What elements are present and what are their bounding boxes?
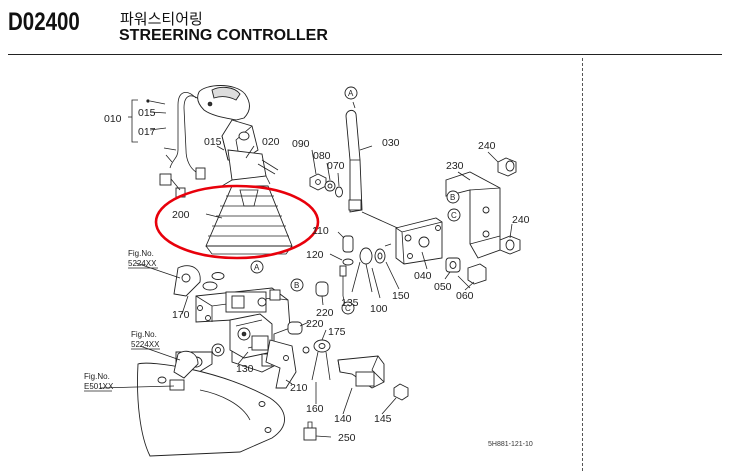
callout-130: 130 [236, 363, 254, 375]
rubber-boot [205, 185, 293, 255]
figure-references: Fig.No. 5224XX Fig.No. 5224XX Fig.No. E5… [84, 249, 160, 392]
callout-120: 120 [306, 249, 324, 261]
pins-and-clips [339, 235, 392, 296]
callout-250: 250 [338, 432, 356, 444]
lower-mechanism [137, 265, 409, 457]
page-title: STREERING CONTROLLER [119, 27, 328, 44]
callout-100: 100 [370, 303, 388, 315]
callout-017: 017 [138, 126, 156, 138]
callout-030: 030 [382, 137, 400, 149]
ref-a-top: A [348, 89, 354, 98]
callout-090: 090 [292, 138, 310, 150]
callout-135: 135 [341, 297, 359, 309]
callout-240-bottom: 240 [512, 214, 530, 226]
drawing-code: 5H881-121-10 [488, 441, 533, 448]
fig-ref-1-number: 5224XX [128, 259, 157, 268]
callout-220-top: 220 [316, 307, 334, 319]
callout-110: 110 [312, 225, 329, 237]
callout-070: 070 [327, 160, 345, 172]
callout-170: 170 [172, 309, 190, 321]
collar-and-bolt [445, 257, 487, 289]
bolts [497, 157, 521, 255]
callout-020: 020 [262, 136, 280, 148]
callout-140: 140 [334, 413, 352, 425]
lever-rod [345, 101, 403, 231]
ref-c-right: C [451, 211, 457, 220]
callout-145: 145 [374, 413, 392, 425]
wiring-harness [131, 91, 206, 198]
fig-ref-2-label: Fig.No. [131, 330, 157, 339]
callout-010: 010 [104, 113, 122, 125]
callout-160: 160 [306, 403, 324, 415]
ref-c-left: C [345, 304, 351, 313]
callout-040: 040 [414, 270, 432, 282]
callout-050: 050 [434, 281, 452, 293]
leader-lines [99, 116, 513, 438]
ref-a-bottom: A [254, 263, 260, 272]
callout-175: 175 [328, 326, 346, 338]
callout-015-harness: 015 [138, 107, 156, 119]
callout-150: 150 [392, 290, 410, 302]
joystick-grip [197, 85, 279, 187]
reference-markers: A A B B C C [250, 86, 461, 315]
ref-b-right: B [450, 193, 455, 202]
callout-230: 230 [446, 160, 464, 172]
callout-220-bottom: 220 [306, 318, 324, 330]
fig-ref-1-label: Fig.No. [128, 249, 154, 258]
callout-240-top: 240 [478, 140, 496, 152]
header-divider [8, 54, 722, 55]
page-code: D02400 [8, 8, 80, 36]
highlight-ellipse [154, 184, 320, 260]
callout-200: 200 [172, 209, 190, 221]
ref-b-left: B [294, 281, 299, 290]
part-callouts: 010 015 017 015 020 090 080 070 030 240 … [104, 107, 530, 444]
small-fasteners [309, 173, 343, 198]
page-edge-divider [582, 58, 583, 471]
callout-210: 210 [290, 382, 308, 394]
page-title-korean: 파워스티어링 [120, 10, 203, 28]
fig-ref-3-label: Fig.No. [84, 372, 110, 381]
callout-080: 080 [313, 150, 331, 162]
fig-ref-2-number: 5224XX [131, 340, 160, 349]
callout-060: 060 [456, 290, 474, 302]
fig-ref-3-number: E501XX [84, 382, 114, 391]
pivot-bracket [395, 217, 443, 265]
callout-015-grip: 015 [204, 136, 222, 148]
